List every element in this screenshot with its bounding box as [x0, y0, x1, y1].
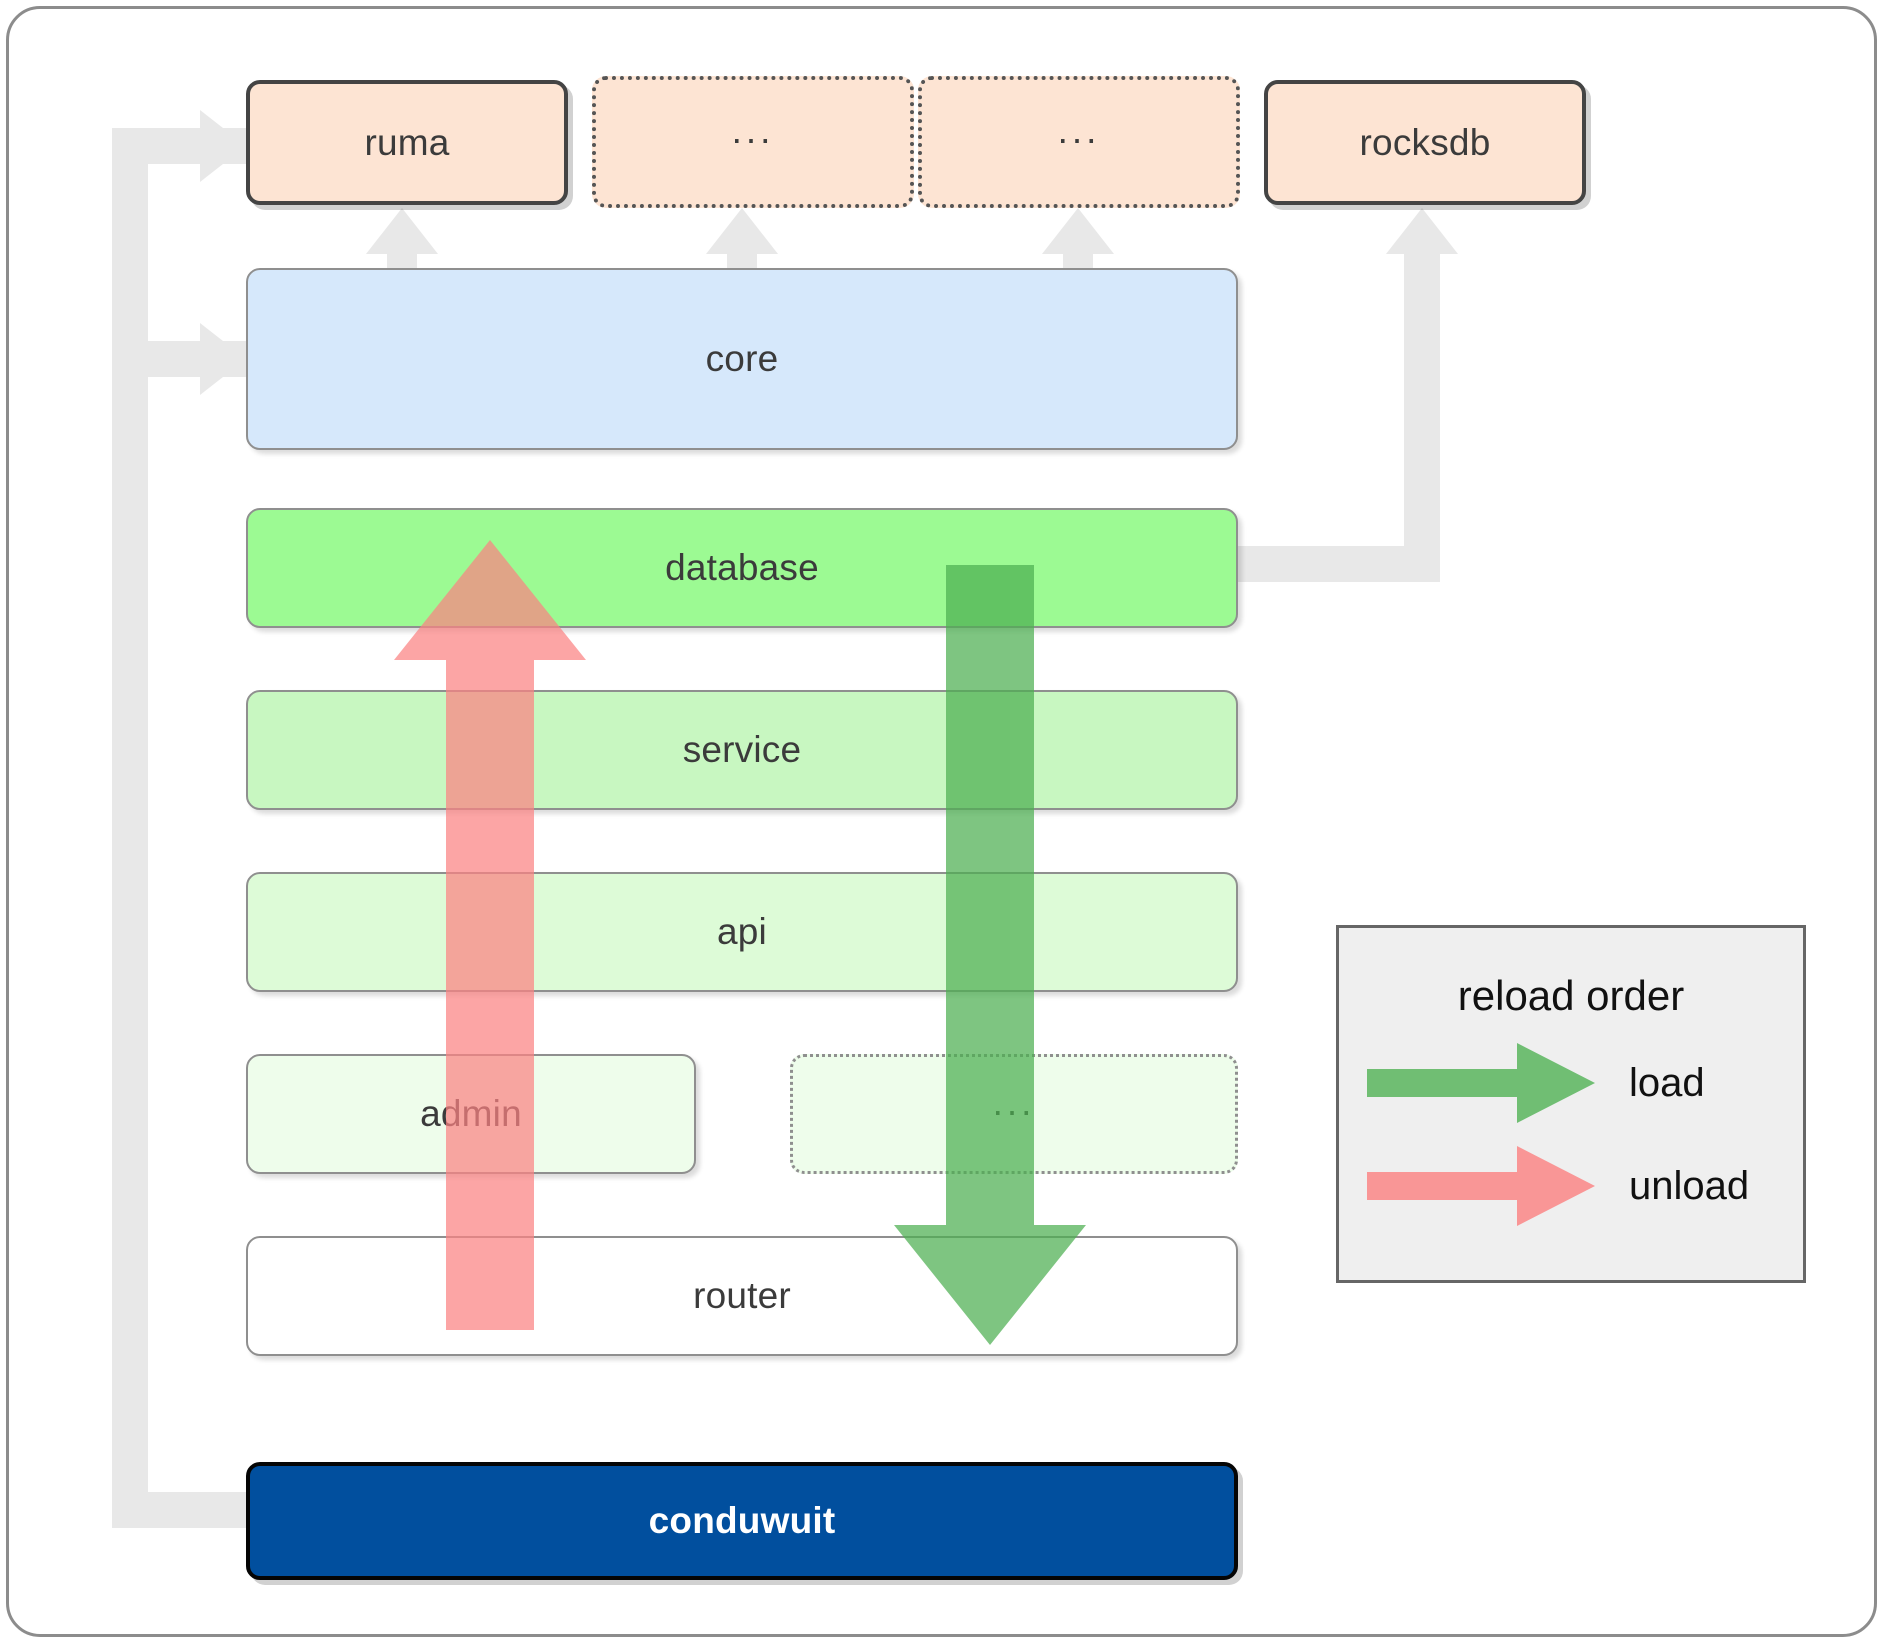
node-ruma-label: ruma	[364, 121, 450, 163]
flow-unload-arrow	[390, 540, 590, 1330]
legend-load-label: load	[1629, 1061, 1705, 1105]
node-service-label: service	[682, 729, 802, 770]
legend-unload-label: unload	[1629, 1164, 1750, 1208]
node-rocksdb-label: rocksdb	[1359, 121, 1491, 163]
legend-title: reload order	[1457, 972, 1685, 1019]
connector-core-to-dep2-arrowhead	[1042, 208, 1114, 254]
connector-database-to-rocksdb-vertical	[1404, 250, 1440, 582]
connector-left-bottom-stub	[112, 1492, 252, 1528]
node-dep-placeholder-2[interactable]: ...	[918, 76, 1240, 208]
connector-to-ruma-arrowhead	[200, 110, 246, 182]
node-router-label: router	[693, 1275, 791, 1316]
connector-core-to-dep1-arrowhead	[706, 208, 778, 254]
node-conduwuit[interactable]: conduwuit	[246, 1462, 1238, 1580]
node-router[interactable]: router	[246, 1236, 1238, 1356]
connector-core-to-ruma-arrowhead	[366, 208, 438, 254]
node-rocksdb[interactable]: rocksdb	[1264, 80, 1586, 205]
node-api-label: api	[717, 911, 767, 952]
connector-to-core-arrowhead	[200, 323, 246, 395]
node-ruma[interactable]: ruma	[246, 80, 568, 205]
legend-panel: reload order load unload	[1336, 925, 1806, 1283]
flow-load-arrow	[890, 565, 1090, 1345]
legend-unload-arrow-icon	[1367, 1146, 1595, 1226]
legend-load-arrow-icon	[1367, 1043, 1595, 1123]
node-core-label: core	[705, 338, 779, 379]
node-dep-placeholder-2-label: ...	[1057, 109, 1101, 151]
node-conduwuit-label: conduwuit	[648, 1500, 836, 1541]
node-service[interactable]: service	[246, 690, 1238, 810]
connector-database-to-rocksdb-arrowhead	[1386, 208, 1458, 254]
connector-database-to-rocksdb-horizontal	[1238, 546, 1422, 582]
node-dep-placeholder-1[interactable]: ...	[592, 76, 914, 208]
connector-left-trunk	[112, 128, 148, 1528]
node-dep-placeholder-1-label: ...	[731, 109, 775, 151]
node-database-label: database	[665, 547, 819, 588]
node-core[interactable]: core	[246, 268, 1238, 450]
